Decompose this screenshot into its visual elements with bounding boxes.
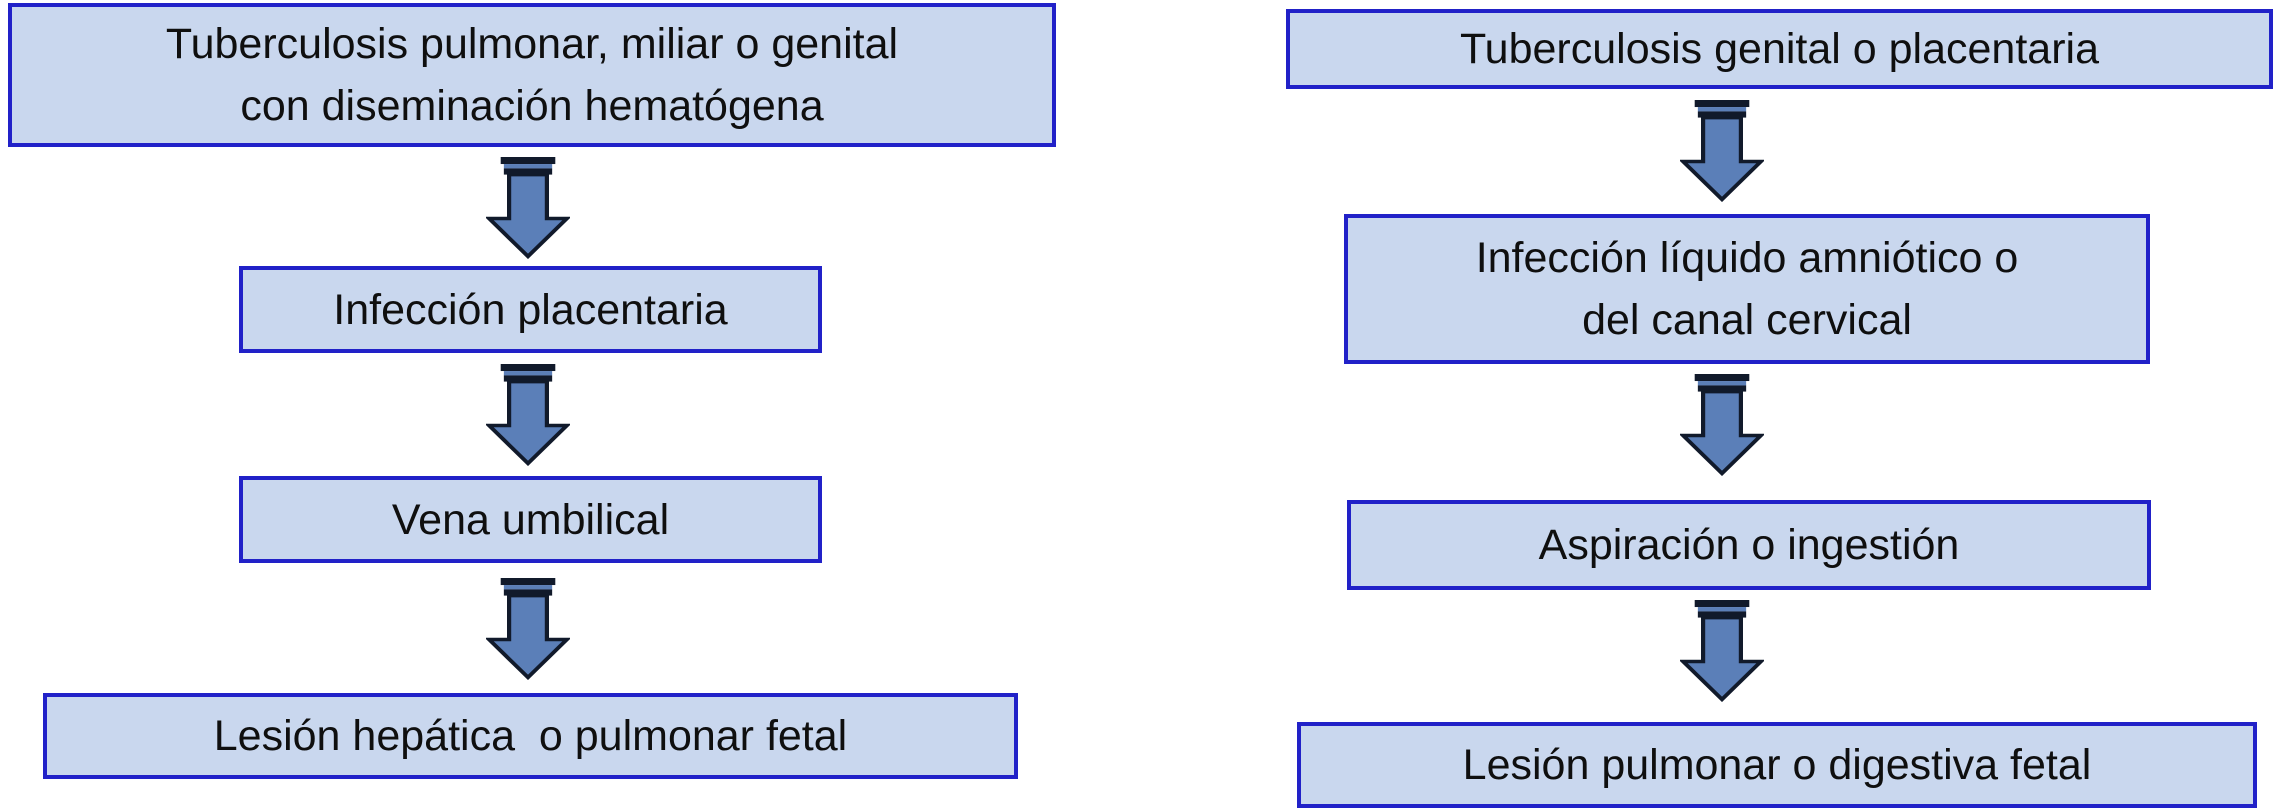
flow-box-lesion-pulmonar-digestiva: Lesión pulmonar o digestiva fetal	[1297, 722, 2257, 808]
flow-box-text-line: Vena umbilical	[391, 495, 670, 544]
down-arrow	[1680, 600, 1764, 702]
flow-box-infeccion-placentaria: Infección placentaria	[239, 266, 822, 353]
flow-box-text-line: Infección placentaria	[333, 285, 728, 334]
down-arrow	[1680, 100, 1764, 202]
flow-box-vena-umbilical: Vena umbilical	[239, 476, 822, 563]
flow-box-text-line: Lesión hepática o pulmonar fetal	[213, 712, 848, 760]
flow-box-text-line: con diseminación hematógena	[240, 82, 824, 130]
flow-box-lesion-hepatica: Lesión hepática o pulmonar fetal	[43, 693, 1018, 779]
flow-box-tuberculosis-genital: Tuberculosis genital o placentaria	[1286, 9, 2273, 89]
down-arrow	[486, 578, 570, 680]
flow-box-text-line: Tuberculosis pulmonar, miliar o genital	[165, 20, 899, 68]
flow-box-text-line: Lesión pulmonar o digestiva fetal	[1462, 741, 2092, 789]
flow-box-infeccion-liquido-amniotico: Infección líquido amniótico o del canal …	[1344, 214, 2150, 364]
flow-box-text-line: Tuberculosis genital o placentaria	[1460, 25, 2099, 73]
down-arrow	[486, 157, 570, 259]
down-arrow	[1680, 374, 1764, 476]
down-arrow	[486, 364, 570, 466]
flow-box-aspiracion-ingestion: Aspiración o ingestión	[1347, 500, 2151, 590]
flow-box-text-line: del canal cervical	[1582, 296, 1912, 344]
flow-box-tuberculosis-pulmonar: Tuberculosis pulmonar, miliar o genital …	[8, 3, 1056, 147]
flow-box-text-line: Infección líquido amniótico o	[1475, 234, 2019, 282]
flow-box-text-line: Aspiración o ingestión	[1538, 521, 1960, 569]
